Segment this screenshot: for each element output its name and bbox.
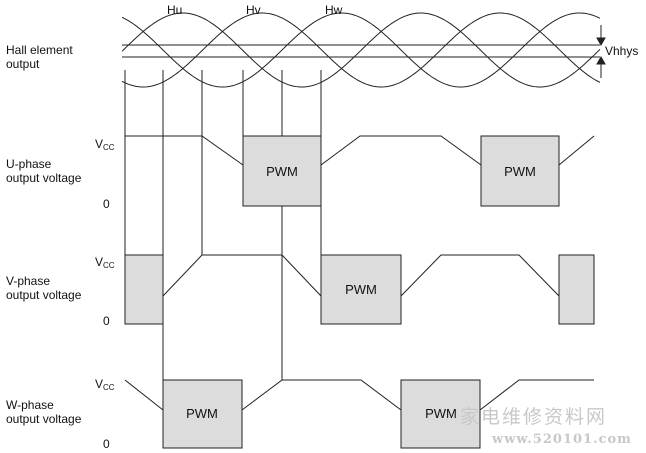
hv-wave bbox=[121, 12, 601, 88]
pwm-box-u1 bbox=[242, 135, 322, 207]
watermark-url: www.520101.com bbox=[492, 432, 632, 447]
hv-label: Hv bbox=[246, 3, 261, 17]
v-phase-vcc: VCC bbox=[95, 255, 115, 270]
hw-wave bbox=[121, 12, 601, 88]
pwm-label-u1: PWM bbox=[266, 164, 298, 179]
pwm-box-v2 bbox=[558, 254, 595, 325]
hw-label: Hw bbox=[325, 3, 343, 17]
w-phase-vcc: VCC bbox=[95, 377, 115, 392]
hysteresis-label: Vhhys bbox=[605, 44, 639, 58]
w-phase-zero: 0 bbox=[103, 437, 110, 451]
pwm-box-u2 bbox=[480, 135, 560, 207]
hall-waveforms bbox=[121, 12, 601, 88]
hysteresis-lines bbox=[122, 44, 600, 58]
pwm-box-v0 bbox=[124, 254, 164, 325]
w-phase-wave-3 bbox=[479, 379, 594, 411]
v-phase-zero: 0 bbox=[103, 314, 110, 328]
pwm-label-w2: PWM bbox=[425, 406, 457, 421]
w-phase-wave-2 bbox=[241, 379, 402, 411]
u-phase-wave-3 bbox=[558, 135, 595, 166]
pwm-label-w1: PWM bbox=[186, 406, 218, 421]
output-waveforms bbox=[124, 135, 595, 411]
timing-lines bbox=[124, 70, 322, 380]
u-phase-wave bbox=[125, 135, 244, 166]
pwm-box-w1 bbox=[162, 379, 243, 449]
w-phase-wave bbox=[124, 379, 164, 411]
v-phase-label: V-phase output voltage bbox=[6, 274, 82, 302]
pwm-box-v1 bbox=[320, 254, 402, 325]
u-phase-label: U-phase output voltage bbox=[6, 157, 82, 185]
u-phase-wave-2 bbox=[320, 135, 482, 166]
v-phase-wave bbox=[162, 254, 322, 297]
hall-output-label: Hall element output bbox=[6, 43, 73, 71]
pwm-labels: PWM PWM PWM PWM PWM bbox=[186, 164, 536, 421]
v-phase-wave-2 bbox=[400, 254, 560, 297]
u-phase-vcc: VCC bbox=[95, 137, 115, 152]
hu-label: Hu bbox=[167, 3, 183, 17]
w-phase-label: W-phase output voltage bbox=[6, 398, 82, 426]
pwm-label-u2: PWM bbox=[504, 164, 536, 179]
pwm-boxes bbox=[124, 135, 595, 449]
hysteresis-arrows bbox=[596, 25, 606, 78]
pwm-box-w2 bbox=[400, 379, 481, 449]
u-phase-zero: 0 bbox=[103, 197, 110, 211]
watermark-logo: 家电维修资料网 bbox=[460, 406, 608, 428]
pwm-label-v1: PWM bbox=[345, 282, 377, 297]
